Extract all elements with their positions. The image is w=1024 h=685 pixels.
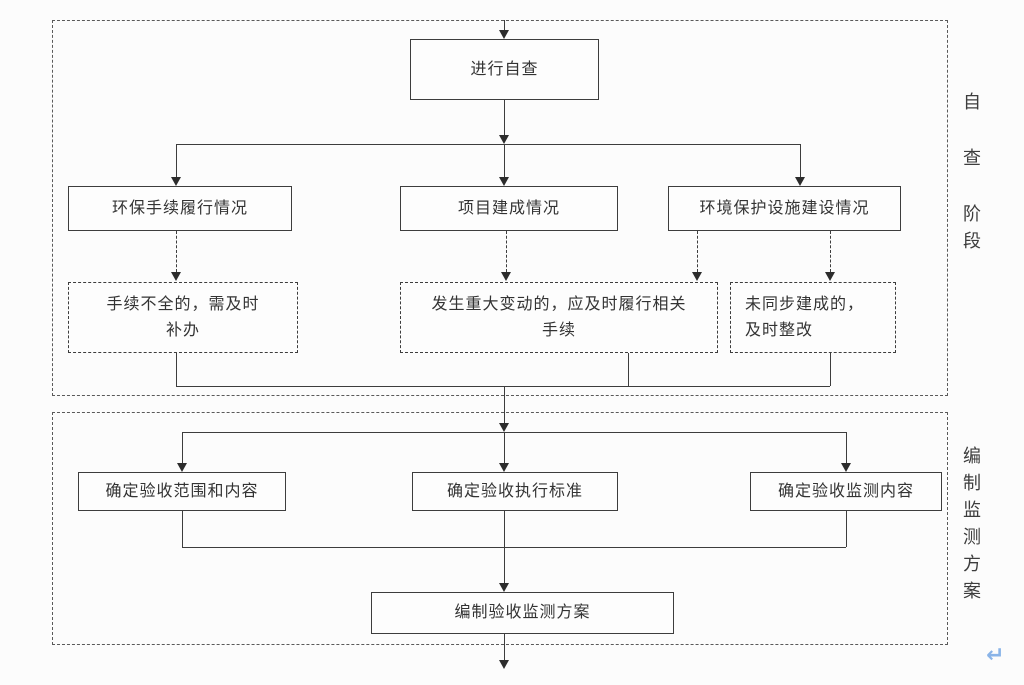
arrow-exit: [499, 660, 509, 669]
arrow-to-plan: [499, 583, 509, 592]
arrow-dashed-project: [501, 272, 511, 281]
node-incomplete-procedures-line1: 手续不全的，需及时: [106, 295, 260, 313]
arrow-dashed-procedure: [171, 272, 181, 281]
arrow-to-facility: [795, 177, 805, 186]
connector-collect-horizontal: [176, 386, 830, 387]
connector-dashed-project: [506, 231, 507, 272]
connector-split-horizontal: [176, 144, 800, 145]
node-env-facility-status: 环境保护设施建设情况: [668, 186, 901, 231]
connector-collect-right: [830, 353, 831, 386]
node-not-built-sync-line2: 及时整改: [745, 322, 814, 339]
stage1-self-check-container: [52, 20, 948, 396]
node-project-completion-status: 项目建成情况: [400, 186, 618, 231]
arrow-to-procedure: [171, 177, 181, 186]
arrow-dashed-facility-left: [692, 272, 702, 281]
arrow-to-project: [499, 177, 509, 186]
arrow-dashed-facility-right: [825, 272, 835, 281]
connector-entry: [504, 20, 505, 32]
node-compile-plan: 编制验收监测方案: [371, 592, 674, 634]
node-project-completion-status-label: 项目建成情况: [457, 199, 560, 217]
node-determine-standards-label: 确定验收执行标准: [446, 482, 583, 500]
node-major-changes: 发生重大变动的，应及时履行相关 手续: [400, 282, 718, 353]
node-major-changes-line1: 发生重大变动的，应及时履行相关: [431, 295, 687, 313]
node-env-facility-status-label: 环境保护设施建设情况: [699, 199, 870, 217]
node-incomplete-procedures: 手续不全的，需及时 补办: [68, 282, 298, 353]
node-compile-plan-label: 编制验收监测方案: [454, 604, 591, 621]
connector-dashed-procedure: [176, 231, 177, 272]
node-major-changes-line2: 手续: [541, 321, 576, 339]
connector-to-procedure: [176, 144, 177, 177]
node-incomplete-procedures-line2: 补办: [165, 321, 200, 339]
node-not-built-sync-line1: 未同步建成的，: [745, 296, 865, 313]
node-determine-monitoring-content: 确定验收监测内容: [750, 472, 942, 511]
connector-plan-collect-left: [182, 511, 183, 547]
connector-dashed-facility-right: [830, 231, 831, 272]
connector-to-monitor-content: [846, 432, 847, 463]
arrow-entry: [499, 30, 509, 39]
node-not-built-sync: 未同步建成的， 及时整改: [730, 282, 896, 353]
connector-dashed-facility-left: [697, 231, 698, 272]
arrow-selfcheck-split: [499, 135, 509, 144]
connector-selfcheck-down: [504, 100, 505, 136]
arrow-to-monitor-content: [841, 463, 851, 472]
node-env-procedure-status: 环保手续履行情况: [68, 186, 292, 231]
return-mark-icon: ↵: [986, 642, 1005, 667]
side-label-self-check-stage: 自 查 阶段: [961, 92, 981, 258]
connector-plan-collect-horizontal: [182, 547, 846, 548]
side-label-plan-stage: 编制监测方案: [961, 446, 981, 608]
connector-collect-left: [176, 353, 177, 386]
node-conduct-self-check-label: 进行自查: [470, 60, 539, 78]
connector-stage-transition: [504, 386, 505, 423]
connector-collect-middle: [628, 353, 629, 386]
connector-to-scope: [182, 432, 183, 463]
connector-to-standard: [504, 432, 505, 463]
arrow-to-scope: [177, 463, 187, 472]
node-env-procedure-status-label: 环保手续履行情况: [111, 199, 248, 217]
node-determine-standards: 确定验收执行标准: [412, 472, 618, 511]
connector-exit: [504, 634, 505, 660]
node-determine-scope: 确定验收范围和内容: [78, 472, 286, 511]
stage2-plan-container: [52, 412, 948, 645]
node-determine-monitoring-content-label: 确定验收监测内容: [777, 482, 914, 500]
node-conduct-self-check: 进行自查: [410, 39, 599, 100]
connector-to-plan: [504, 511, 505, 583]
connector-stage2-split-horizontal: [182, 432, 846, 433]
connector-to-project: [504, 144, 505, 177]
node-determine-scope-label: 确定验收范围和内容: [105, 482, 259, 500]
connector-to-facility: [800, 144, 801, 177]
arrow-stage-transition: [499, 423, 509, 432]
arrow-to-standard: [499, 463, 509, 472]
connector-plan-collect-right: [846, 511, 847, 547]
